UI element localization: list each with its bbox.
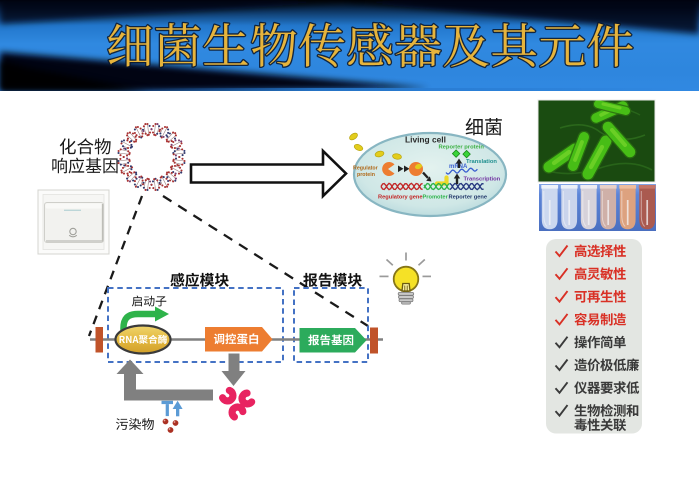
svg-text:Living cell: Living cell xyxy=(405,135,446,145)
svg-text:Translation: Translation xyxy=(466,159,497,165)
svg-text:Reporter protein: Reporter protein xyxy=(439,145,485,151)
svg-text:Regulator: Regulator xyxy=(353,166,378,172)
svg-text:protein: protein xyxy=(357,172,375,178)
svg-text:Reporter gene: Reporter gene xyxy=(449,195,488,201)
svg-text:Promoter: Promoter xyxy=(423,195,449,201)
svg-text:Regulatory gene: Regulatory gene xyxy=(378,195,423,201)
svg-text:Transcription: Transcription xyxy=(464,177,501,183)
